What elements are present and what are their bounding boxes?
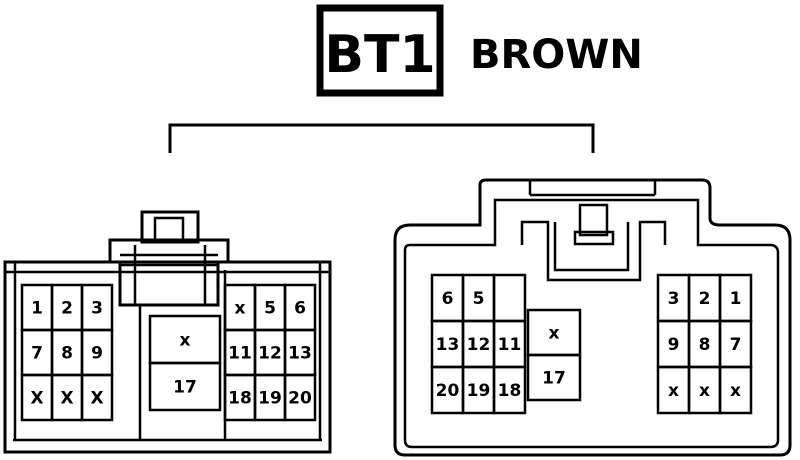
right-terminal-6: 20 [430, 365, 465, 415]
left-terminal-7: X [50, 373, 84, 422]
left-terminal-2-label: 3 [91, 299, 103, 319]
right-connector-outline [393, 178, 792, 457]
right-terminal-3-label: 13 [436, 335, 460, 355]
left-terminal-6-label: X [30, 389, 43, 409]
right-terminal-2 [492, 273, 527, 323]
left-terminal-18: 19 [253, 373, 287, 422]
right-terminal-4: 12 [461, 319, 496, 369]
left-terminal-0-label: 1 [31, 299, 43, 319]
left-terminal-15: 12 [253, 328, 287, 377]
right-terminal-2-box [492, 273, 527, 323]
right-terminal-5-label: 11 [498, 335, 522, 355]
left-terminal-0: 1 [20, 283, 54, 332]
left-terminal-3-label: 7 [31, 344, 43, 364]
left-terminal-8-box [80, 373, 114, 422]
right-terminal-0: 6 [430, 273, 465, 323]
right-terminal-12-label: 2 [699, 289, 711, 309]
wire-color-label: BROWN [470, 32, 643, 78]
left-terminal-11: x [223, 283, 257, 332]
left-terminal-10-label: 17 [173, 378, 197, 398]
left-terminal-19: 20 [283, 373, 317, 422]
right-terminal-4-label: 12 [467, 335, 491, 355]
right-terminal-19: x [718, 365, 753, 415]
right-terminal-14: 9 [656, 319, 691, 369]
right-terminal-19-box [718, 365, 753, 415]
left-terminal-8-label: X [90, 389, 103, 409]
left-terminal-5-label: 9 [91, 344, 103, 364]
right-terminal-14-label: 9 [668, 335, 680, 355]
left-lock-tab [108, 210, 230, 440]
right-terminal-16: 7 [718, 319, 753, 369]
left-terminal-4: 8 [50, 328, 84, 377]
left-terminal-3: 7 [20, 328, 54, 377]
left-terminal-13: 6 [283, 283, 317, 332]
left-terminal-4-label: 8 [61, 344, 73, 364]
right-terminal-13: 1 [718, 273, 753, 323]
left-terminal-9-label: x [180, 331, 191, 351]
left-connector-outline [3, 260, 332, 454]
right-terminal-9-label: x [549, 324, 560, 344]
left-terminal-14-label: 11 [228, 344, 252, 364]
right-terminal-11-label: 3 [668, 289, 680, 309]
right-terminal-9: x [526, 308, 582, 357]
left-terminal-15-label: 12 [258, 344, 282, 364]
left-terminal-12-label: 5 [264, 299, 276, 319]
right-terminal-1: 5 [461, 273, 496, 323]
right-terminal-11: 3 [656, 273, 691, 323]
left-terminal-10: 17 [148, 361, 222, 412]
left-terminal-14: 11 [223, 328, 257, 377]
right-terminal-17: x [656, 365, 691, 415]
left-terminal-19-label: 20 [288, 389, 312, 409]
right-terminal-19-label: x [730, 381, 741, 401]
left-terminal-13-label: 6 [294, 299, 306, 319]
right-terminal-15-label: 8 [699, 335, 711, 355]
right-terminal-15: 8 [687, 319, 722, 369]
left-terminal-8: X [80, 373, 114, 422]
left-terminal-5: 9 [80, 328, 114, 377]
right-terminal-12: 2 [687, 273, 722, 323]
left-terminal-16: 13 [283, 328, 317, 377]
connector-header: BT1 BROWN [316, 4, 643, 97]
right-terminal-7-label: 19 [467, 381, 491, 401]
left-terminal-1: 2 [50, 283, 84, 332]
left-terminal-1-label: 2 [61, 299, 73, 319]
left-terminal-18-label: 19 [258, 389, 282, 409]
left-terminal-12: 5 [253, 283, 287, 332]
connector-code: BT1 [324, 25, 435, 85]
left-terminal-7-label: X [60, 389, 73, 409]
right-terminal-0-label: 6 [442, 289, 454, 309]
right-terminal-7: 19 [461, 365, 496, 415]
connector-code-box [316, 4, 444, 97]
left-terminal-17: 18 [223, 373, 257, 422]
right-terminal-17-label: x [668, 381, 679, 401]
right-terminal-8: 18 [492, 365, 527, 415]
right-terminal-13-label: 1 [730, 289, 742, 309]
right-terminal-6-label: 20 [436, 381, 460, 401]
right-terminal-8-label: 18 [498, 381, 522, 401]
right-terminal-16-label: 7 [730, 335, 742, 355]
right-terminal-10-label: 17 [542, 369, 566, 389]
connector-bracket [168, 123, 595, 153]
right-terminal-10-box [526, 353, 582, 402]
right-terminal-3: 13 [430, 319, 465, 369]
left-terminal-11-label: x [235, 299, 246, 319]
right-terminal-1-label: 5 [473, 289, 485, 309]
left-terminal-17-label: 18 [228, 389, 252, 409]
right-terminal-10: 17 [526, 353, 582, 402]
right-terminal-18-label: x [699, 381, 710, 401]
left-terminal-19-box [283, 373, 317, 422]
left-terminal-6: X [20, 373, 54, 422]
right-terminal-18: x [687, 365, 722, 415]
left-terminal-10-box [148, 361, 222, 412]
right-terminal-8-box [492, 365, 527, 415]
left-terminal-2: 3 [80, 283, 114, 332]
left-terminal-16-label: 13 [288, 344, 312, 364]
left-terminal-9: x [148, 314, 222, 365]
right-terminal-5: 11 [492, 319, 527, 369]
